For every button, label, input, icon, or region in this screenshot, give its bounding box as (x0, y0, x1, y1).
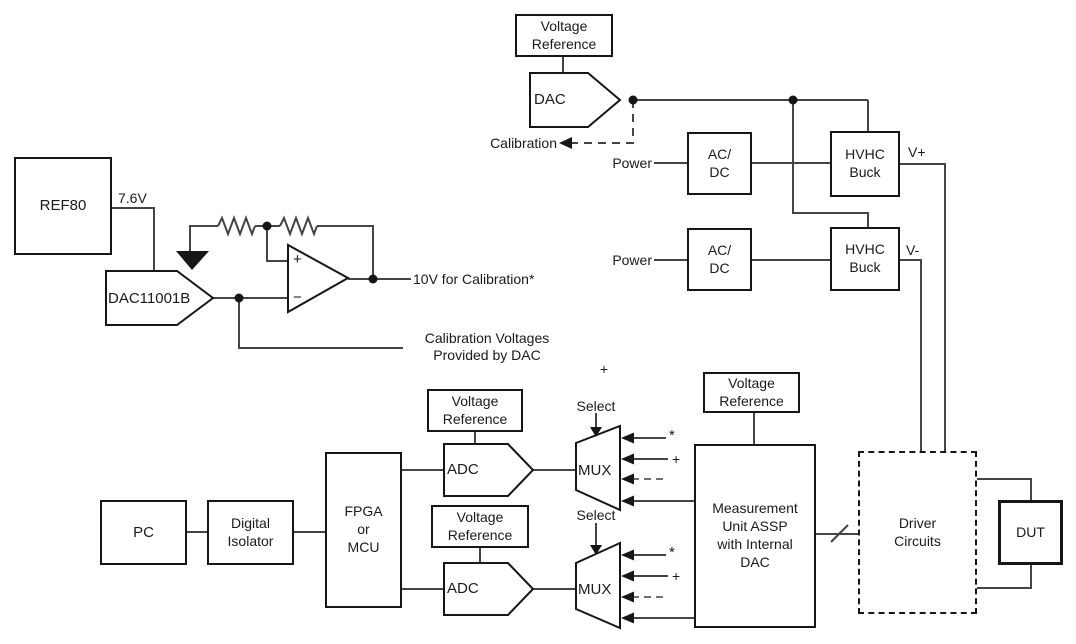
wire-ref80-to-dac11001b (112, 207, 155, 271)
v-plus-label: V+ (908, 144, 926, 160)
opamp-minus-label: − (293, 289, 302, 306)
mux2-arrowhead-2-icon (621, 570, 634, 582)
ref-output-voltage-label: 7.6V (118, 190, 147, 206)
junction-dot-rail (788, 95, 798, 105)
mux1-trapezoid-shape (575, 424, 621, 512)
mux1-arrowhead-2-icon (621, 453, 634, 465)
digital-isolator-box: Digital Isolator (207, 500, 294, 565)
select-label-2: Select (576, 507, 616, 523)
voltage-reference-box-top: Voltage Reference (515, 14, 613, 57)
wire-dut-to-driver-bottom (977, 565, 1032, 589)
dac-pentagon-shape (529, 72, 622, 128)
calibration-arrowhead-icon (559, 137, 572, 149)
mux2-arrowhead-4-icon (621, 612, 634, 624)
select2-arrowhead-icon (590, 545, 602, 555)
junction-dot-dac-output (628, 95, 638, 105)
wire-rail-to-buck2 (792, 100, 869, 227)
wire-opamp-noninverting-input (266, 226, 288, 262)
mux2-plus-label: + (672, 568, 681, 584)
ref80-box: REF80 (14, 157, 112, 255)
mux1-plus-label: + (672, 451, 681, 467)
select-label-1: Select (576, 398, 616, 414)
power-label-1: Power (612, 155, 652, 171)
dut-box: DUT (998, 500, 1063, 565)
driver-circuits-box: Driver Circuits (858, 451, 977, 614)
voltage-reference-box-adc2: Voltage Reference (431, 505, 529, 548)
mux1-arrowhead-1-icon (621, 432, 634, 444)
hvhc-buck-box-2: HVHC Buck (830, 227, 900, 291)
fpga-mcu-box: FPGA or MCU (325, 452, 402, 608)
mux2-label: MUX (578, 581, 612, 598)
dac11001b-label: DAC11001B (108, 290, 191, 307)
mux1-arrowhead-3-icon (621, 473, 634, 485)
wire-vplus-to-driver (900, 163, 946, 451)
pc-box: PC (100, 500, 187, 565)
opamp-triangle-shape (287, 243, 351, 314)
plus-label-above-select1: + (599, 361, 609, 377)
resistor-2 (279, 215, 318, 237)
mux1-arrowhead-4-icon (621, 495, 634, 507)
wire-vminus-to-driver (900, 259, 922, 451)
acdc-box-1: AC/ DC (687, 132, 752, 195)
mux2-star-label: * (669, 544, 675, 561)
hvhc-buck-box-1: HVHC Buck (830, 131, 900, 197)
voltage-reference-box-adc1: Voltage Reference (427, 389, 523, 432)
voltage-reference-box-measurement: Voltage Reference (703, 372, 800, 413)
dac11001b-pentagon-shape (105, 270, 215, 326)
mux2-trapezoid-shape (575, 541, 621, 630)
dac-label: DAC (534, 91, 566, 108)
adc1-label: ADC (447, 461, 479, 478)
wire-driver-to-dut-top (977, 478, 1032, 500)
ten-v-calibration-label: 10V for Calibration* (413, 271, 535, 287)
adc1-pentagon-shape (443, 443, 535, 497)
calibration-voltages-label: Calibration Voltages Provided by DAC (424, 330, 550, 363)
measurement-unit-box: Measurement Unit ASSP with Internal DAC (694, 444, 816, 628)
v-minus-label: V- (906, 242, 920, 258)
resistor-1 (217, 215, 256, 237)
calibration-label: Calibration (490, 135, 557, 151)
mux2-arrowhead-1-icon (621, 549, 634, 561)
adc2-pentagon-shape (443, 562, 535, 616)
mux2-arrowhead-3-icon (621, 591, 634, 603)
mux1-star-label: * (669, 427, 675, 444)
adc2-label: ADC (447, 580, 479, 597)
wire-feedback-right (317, 225, 374, 279)
power-label-2: Power (612, 252, 652, 268)
feedback-down-arrowhead-icon (176, 251, 209, 270)
junction-dot-dac11001b-output (234, 293, 244, 303)
acdc-box-2: AC/ DC (687, 228, 752, 291)
select1-arrowhead-icon (590, 427, 602, 437)
wire-calibration-dashed (572, 100, 634, 144)
wire-calibration-voltages (238, 298, 403, 349)
junction-dot-opamp-output (368, 274, 378, 284)
junction-dot-resistors (262, 221, 272, 231)
wire-feedback-left (189, 225, 218, 252)
mux1-label: MUX (578, 462, 612, 479)
opamp-plus-label: + (293, 251, 302, 268)
bus-slash-mark (830, 524, 849, 543)
